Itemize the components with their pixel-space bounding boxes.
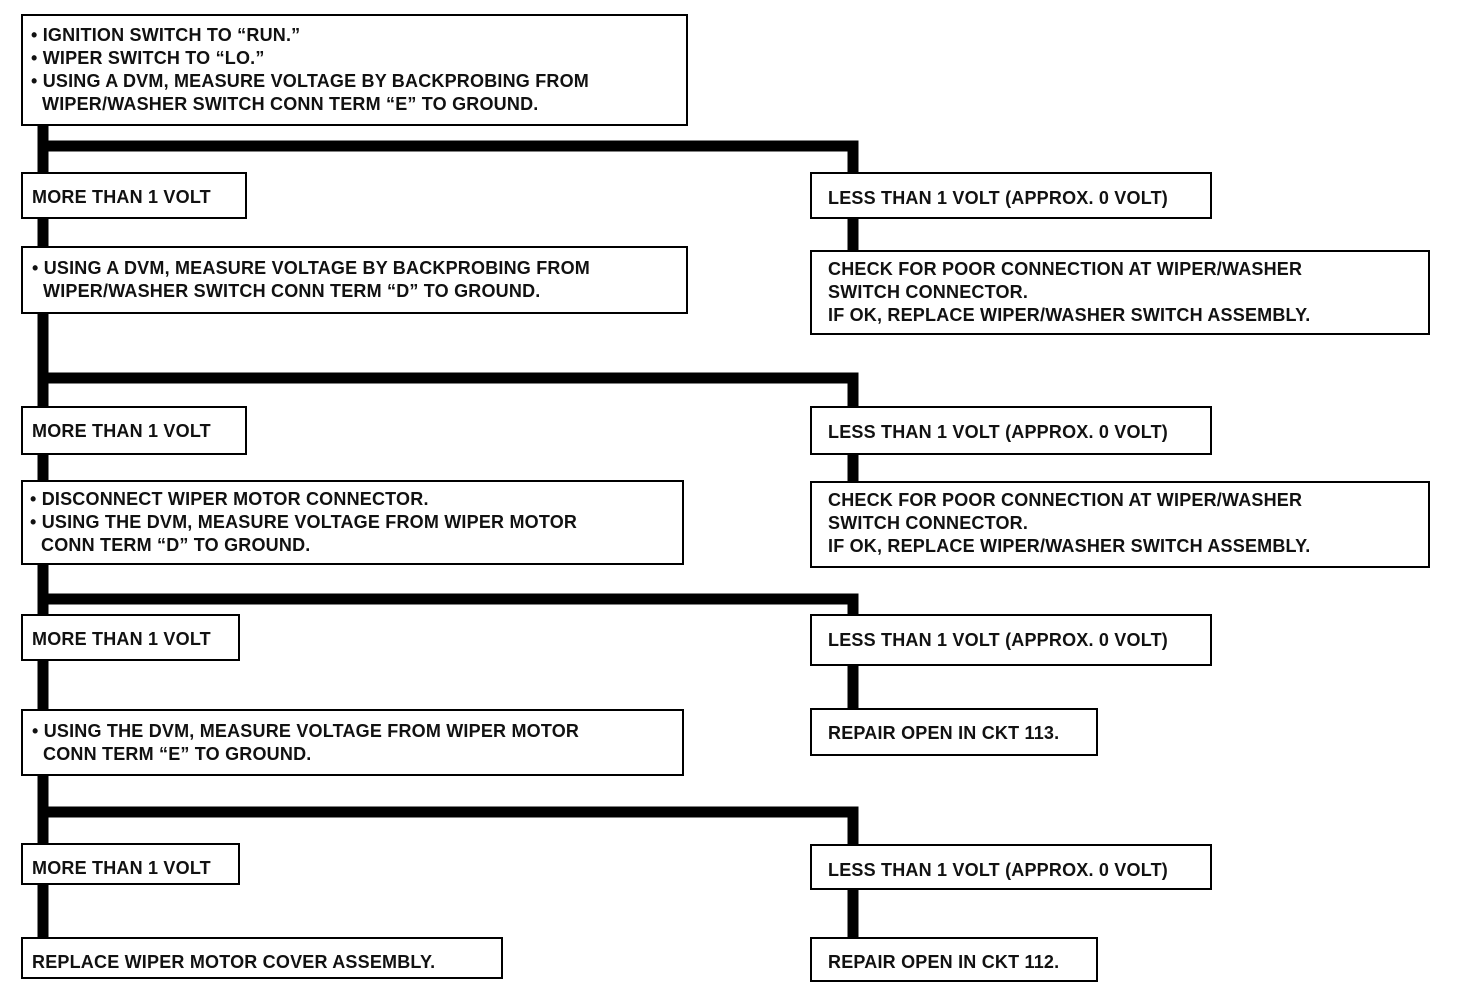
check-connection-box-1: CHECK FOR POOR CONNECTION AT WIPER/WASHE…: [810, 250, 1430, 335]
more-label-3: MORE THAN 1 VOLT: [32, 629, 211, 649]
connector-branch-1: [38, 140, 859, 172]
less-label-1: LESS THAN 1 VOLT (APPROX. 0 VOLT): [828, 188, 1168, 208]
check-2-line-1: CHECK FOR POOR CONNECTION AT WIPER/WASHE…: [828, 490, 1303, 510]
repair-ckt-113-box: REPAIR OPEN IN CKT 113.: [810, 708, 1098, 756]
less-label-4: LESS THAN 1 VOLT (APPROX. 0 VOLT): [828, 860, 1168, 880]
replace-motor-cover-box: REPLACE WIPER MOTOR COVER ASSEMBLY.: [21, 937, 503, 979]
less-than-1-volt-box-1: LESS THAN 1 VOLT (APPROX. 0 VOLT): [810, 172, 1212, 219]
more-than-1-volt-box-2: MORE THAN 1 VOLT: [21, 406, 247, 455]
motor-e-line-2: CONN TERM “E” TO GROUND.: [43, 744, 312, 764]
replace-cover-label: REPLACE WIPER MOTOR COVER ASSEMBLY.: [32, 952, 436, 972]
connector-branch-3: [38, 593, 859, 614]
repair-112-label: REPAIR OPEN IN CKT 112.: [828, 952, 1060, 972]
more-label-4: MORE THAN 1 VOLT: [32, 858, 211, 878]
start-line-4: WIPER/WASHER SWITCH CONN TERM “E” TO GRO…: [42, 94, 539, 114]
term-d-line-1: • USING A DVM, MEASURE VOLTAGE BY BACKPR…: [32, 258, 590, 278]
term-d-line-2: WIPER/WASHER SWITCH CONN TERM “D” TO GRO…: [43, 281, 541, 301]
repair-113-label: REPAIR OPEN IN CKT 113.: [828, 723, 1060, 743]
more-than-1-volt-box-3: MORE THAN 1 VOLT: [21, 614, 240, 661]
less-than-1-volt-box-2: LESS THAN 1 VOLT (APPROX. 0 VOLT): [810, 406, 1212, 455]
repair-ckt-112-box: REPAIR OPEN IN CKT 112.: [810, 937, 1098, 982]
connector-branch-2: [38, 372, 859, 406]
measure-motor-term-e-box: • USING THE DVM, MEASURE VOLTAGE FROM WI…: [21, 709, 684, 776]
more-than-1-volt-box-1: MORE THAN 1 VOLT: [21, 172, 247, 219]
motor-d-line-2: • USING THE DVM, MEASURE VOLTAGE FROM WI…: [30, 512, 578, 532]
start-line-2: • WIPER SWITCH TO “LO.”: [31, 48, 265, 68]
motor-d-line-1: • DISCONNECT WIPER MOTOR CONNECTOR.: [30, 489, 429, 509]
check-2-line-2: SWITCH CONNECTOR.: [828, 513, 1029, 533]
start-line-3: • USING A DVM, MEASURE VOLTAGE BY BACKPR…: [31, 71, 589, 91]
more-label-2: MORE THAN 1 VOLT: [32, 421, 211, 441]
check-1-line-3: IF OK, REPLACE WIPER/WASHER SWITCH ASSEM…: [828, 305, 1311, 325]
less-than-1-volt-box-4: LESS THAN 1 VOLT (APPROX. 0 VOLT): [810, 844, 1212, 890]
check-2-line-3: IF OK, REPLACE WIPER/WASHER SWITCH ASSEM…: [828, 536, 1311, 556]
measure-term-d-box: • USING A DVM, MEASURE VOLTAGE BY BACKPR…: [21, 246, 688, 314]
start-instructions-box: • IGNITION SWITCH TO “RUN.” • WIPER SWIT…: [21, 14, 688, 126]
less-label-3: LESS THAN 1 VOLT (APPROX. 0 VOLT): [828, 630, 1168, 650]
disconnect-motor-box: • DISCONNECT WIPER MOTOR CONNECTOR. • US…: [21, 480, 684, 565]
more-than-1-volt-box-4: MORE THAN 1 VOLT: [21, 843, 240, 885]
check-1-line-1: CHECK FOR POOR CONNECTION AT WIPER/WASHE…: [828, 259, 1303, 279]
check-connection-box-2: CHECK FOR POOR CONNECTION AT WIPER/WASHE…: [810, 481, 1430, 568]
start-line-1: • IGNITION SWITCH TO “RUN.”: [31, 25, 301, 45]
more-label-1: MORE THAN 1 VOLT: [32, 187, 211, 207]
check-1-line-2: SWITCH CONNECTOR.: [828, 282, 1029, 302]
less-than-1-volt-box-3: LESS THAN 1 VOLT (APPROX. 0 VOLT): [810, 614, 1212, 666]
motor-d-line-3: CONN TERM “D” TO GROUND.: [41, 535, 311, 555]
connector-branch-4: [38, 806, 859, 846]
motor-e-line-1: • USING THE DVM, MEASURE VOLTAGE FROM WI…: [32, 721, 580, 741]
less-label-2: LESS THAN 1 VOLT (APPROX. 0 VOLT): [828, 422, 1168, 442]
